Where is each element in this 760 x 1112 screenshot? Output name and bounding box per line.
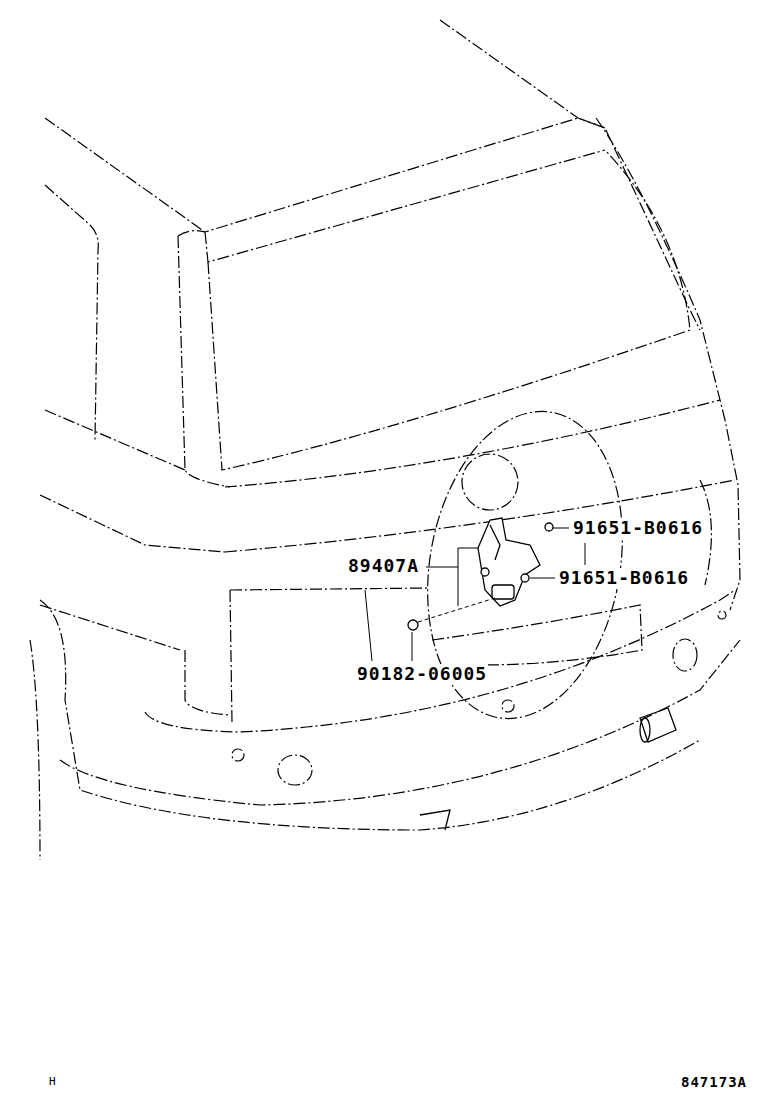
vehicle-outline xyxy=(30,20,740,860)
part-number: 91651-B0616 xyxy=(558,568,690,589)
back-door-sensor-bracket xyxy=(408,518,553,630)
region-code: H xyxy=(48,1076,57,1089)
part-number: 90182-06005 xyxy=(356,664,488,685)
leader-lines xyxy=(365,528,585,661)
part-number: 91651-B0616 xyxy=(572,518,704,539)
part-number: 89407A xyxy=(347,556,420,577)
illustration-number: 847173A xyxy=(680,1074,748,1090)
exhaust-pipe xyxy=(420,708,676,830)
